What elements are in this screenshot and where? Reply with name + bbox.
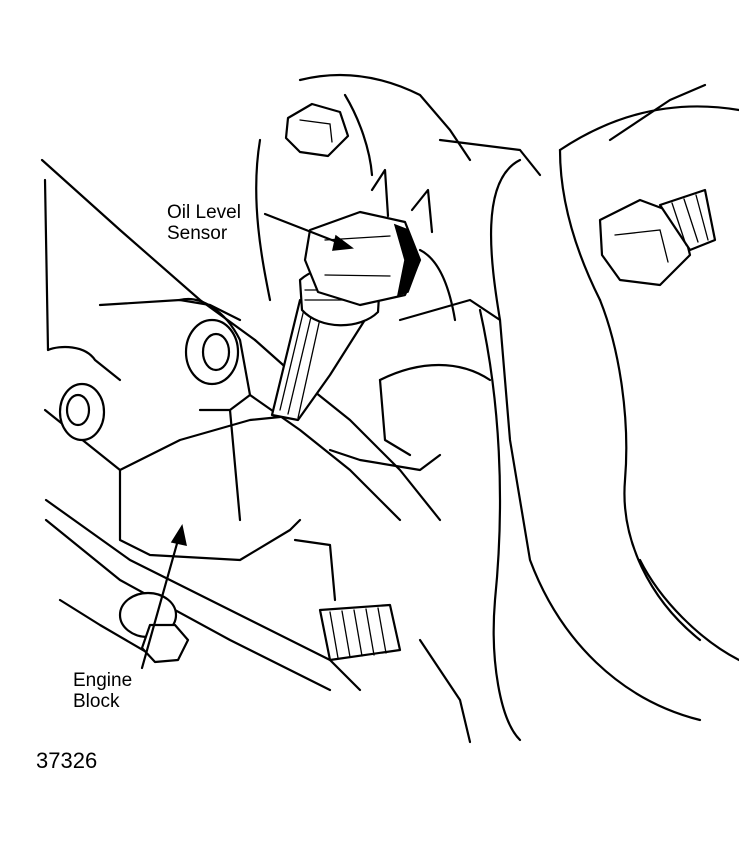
top-bolt: [284, 102, 350, 158]
bracket-holes: [58, 318, 240, 442]
oil-level-sensor-label-line1: Oil Level: [167, 202, 241, 223]
right-nut: [598, 188, 717, 287]
engine-block-label: Engine Block: [73, 670, 132, 712]
lower-stud: [293, 538, 402, 662]
right-casting: [478, 83, 739, 742]
engine-block-label-line2: Block: [73, 691, 120, 712]
lower-bolt-left: [118, 591, 190, 664]
leader-arrows: [140, 212, 354, 670]
upper-housing: [255, 73, 542, 322]
engine-block-label-line1: Engine: [73, 670, 133, 691]
oil-level-sensor: [303, 168, 434, 307]
figure-number: 37326: [36, 748, 98, 773]
lower-right-bracket: [328, 364, 492, 744]
oil-level-sensor-label: Oil Level Sensor: [167, 202, 241, 244]
oil-level-sensor-label-line2: Sensor: [167, 223, 228, 244]
